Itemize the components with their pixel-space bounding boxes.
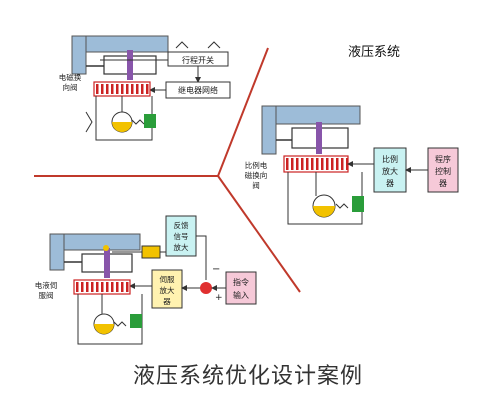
motor-icon	[130, 314, 142, 328]
valve-stripe	[291, 158, 294, 170]
valve-stripe	[96, 282, 99, 292]
motor-icon	[352, 196, 364, 212]
limit-switch-icon	[207, 41, 221, 49]
command-label-2: 输入	[233, 290, 249, 300]
amplifier-label-2: 放大	[382, 166, 398, 176]
valve-stripe	[311, 158, 314, 170]
amplifier-label-3: 器	[386, 179, 394, 188]
summing-point-icon	[200, 282, 212, 294]
proportional-amplifier-box	[373, 147, 407, 193]
valve-stripe	[341, 158, 344, 170]
cylinder-side	[71, 35, 87, 75]
valve-stripe	[131, 84, 134, 94]
cylinder-side	[261, 105, 277, 155]
valve-stripes	[286, 158, 349, 170]
feedback-amplifier-box	[165, 215, 197, 257]
sensor-icon	[103, 245, 109, 251]
valve-stripe	[81, 282, 84, 292]
relief-valve-icon	[85, 111, 93, 133]
valve-label-line-1: 比例电	[245, 160, 268, 170]
valve-stripe	[126, 282, 129, 292]
valve-stripe	[121, 282, 124, 292]
valve-stripe	[326, 158, 329, 170]
valve-stripe	[106, 84, 109, 94]
servo-amp-label-1: 伺服	[160, 274, 175, 284]
valve-stripe	[141, 84, 144, 94]
coupling-icon	[131, 119, 145, 125]
valve-stripe	[316, 158, 319, 170]
valve-stripe	[126, 84, 129, 94]
valve-stripe	[76, 282, 79, 292]
valve-stripe	[306, 158, 309, 170]
servo-amp-label-2: 放大	[160, 285, 175, 295]
valve-stripe	[96, 84, 99, 94]
coupling-icon	[113, 321, 127, 327]
valve-label-line-1: 电液伺	[35, 280, 58, 290]
controller-label-1: 程序	[435, 154, 451, 164]
panel-dividers	[34, 47, 301, 293]
valve-stripe	[111, 282, 114, 292]
controller-label-2: 控制	[435, 166, 451, 176]
panel-top-left: 行程开关 继电器网络 电磁换 向阀	[59, 35, 231, 141]
valve-stripe	[286, 158, 289, 170]
pump-fill	[112, 122, 132, 132]
panel-bottom-left: 反馈 信号 放大 − + 指令 输入 伺服 放大 器 电液伺 服阀	[35, 215, 257, 345]
servo-amplifier-box	[151, 269, 183, 309]
plus-sign: +	[215, 293, 223, 303]
coupling-icon	[335, 203, 349, 209]
valve-label-line-2: 向阀	[63, 82, 78, 92]
valve-stripe	[136, 84, 139, 94]
feedback-sensor-icon	[141, 245, 161, 259]
motor-icon	[144, 114, 156, 128]
valve-label-line-2: 磁换向	[245, 170, 268, 180]
panel-right: 比例电 磁换向 阀 比例 放大 器 程序 控制 器	[245, 105, 459, 225]
valve-label-line-2: 服阀	[39, 291, 54, 300]
servo-amp-label-3: 器	[163, 297, 171, 306]
valve-stripe	[121, 84, 124, 94]
divider-line-upper	[217, 47, 269, 177]
piston-rod	[316, 122, 322, 154]
limit-switch-icon	[175, 41, 189, 49]
command-label-1: 指令	[233, 277, 249, 287]
piston-rod	[104, 248, 110, 278]
valve-stripe	[296, 158, 299, 170]
minus-sign: −	[212, 264, 220, 275]
valve-label-line-3: 阀	[252, 181, 260, 190]
valve-stripes	[96, 84, 149, 94]
feedback-path	[196, 235, 207, 280]
valve-stripe	[116, 282, 119, 292]
feedback-label-1: 反馈	[174, 220, 189, 230]
pump-fill	[313, 206, 335, 217]
diagram-title: 液压系统	[348, 45, 400, 60]
valve-stripe	[86, 282, 89, 292]
valve-stripe	[91, 282, 94, 292]
valve-stripe	[301, 158, 304, 170]
valve-stripe	[331, 158, 334, 170]
valve-stripe	[101, 84, 104, 94]
cylinder-side	[49, 233, 65, 271]
valve-stripe	[101, 282, 104, 292]
feedback-label-3: 放大	[174, 242, 189, 252]
controller-label-3: 器	[439, 179, 447, 188]
divider-line-lower	[217, 175, 301, 293]
feedback-label-2: 信号	[174, 231, 189, 241]
valve-stripe	[321, 158, 324, 170]
valve-stripes	[76, 282, 129, 292]
amplifier-label-1: 比例	[382, 154, 398, 164]
valve-stripe	[111, 84, 114, 94]
valve-stripe	[336, 158, 339, 170]
piston-rod	[127, 50, 133, 80]
valve-stripe	[106, 282, 109, 292]
cylinder-body	[261, 105, 361, 125]
relay-circuit-label: 继电器网络	[178, 85, 218, 95]
valve-stripe	[116, 84, 119, 94]
caption: 液压系统优化设计案例	[132, 364, 363, 389]
pump-fill	[94, 324, 114, 334]
command-input-box	[225, 271, 257, 305]
valve-label-line-1: 电磁换	[59, 72, 82, 82]
valve-stripe	[146, 84, 149, 94]
travel-switch-label: 行程开关	[182, 55, 214, 65]
